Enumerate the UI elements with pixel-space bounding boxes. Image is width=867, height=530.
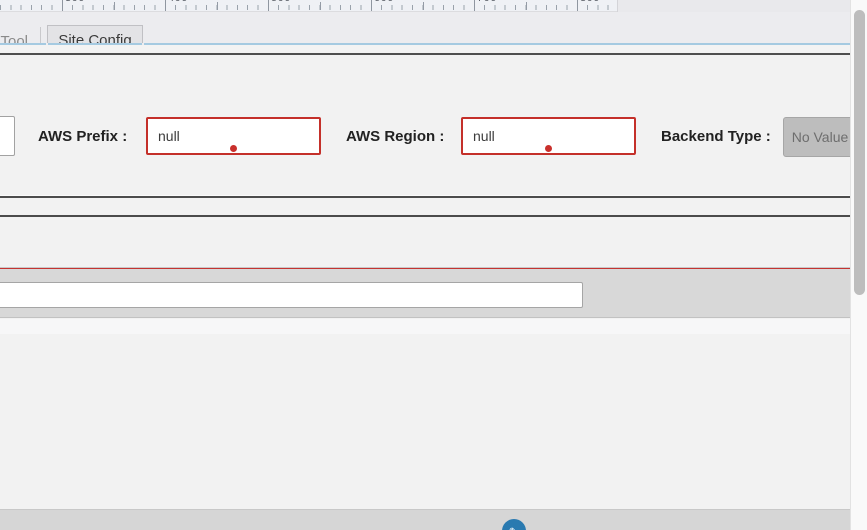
tab-border-notch <box>142 43 144 45</box>
scrollbar-thumb[interactable] <box>854 10 865 295</box>
floating-action-button[interactable]: ✎ <box>502 519 526 530</box>
aws-prefix-input[interactable] <box>146 117 321 155</box>
backend-type-value-text: No Value <box>791 129 849 145</box>
ruler-minor-ticks <box>0 5 617 10</box>
ruler-mid-tick <box>525 2 527 10</box>
ruler-right-spacer <box>617 0 850 12</box>
ruler-label: 300 <box>65 0 85 4</box>
error-section-border <box>0 267 867 269</box>
ruler-major-tick <box>577 0 578 11</box>
ruler-major-tick <box>165 0 166 11</box>
toolbar-lower-strip <box>0 319 867 334</box>
ruler-label: 800 <box>580 0 600 4</box>
divider-highlight <box>0 195 867 196</box>
vertical-scrollbar[interactable] <box>850 0 867 530</box>
validation-dot-icon <box>545 145 552 152</box>
toolbar-text-input[interactable] <box>0 282 583 308</box>
ruler-label: 700 <box>477 0 497 4</box>
ruler-major-tick <box>371 0 372 11</box>
ruler-mid-tick <box>319 2 321 10</box>
footer-border <box>0 509 867 510</box>
ruler-mid-tick <box>113 2 115 10</box>
ruler-label: 600 <box>374 0 394 4</box>
aws-region-label: AWS Region : <box>346 128 445 145</box>
aws-prefix-label: AWS Prefix : <box>38 128 128 145</box>
panel-divider-top <box>0 53 867 55</box>
tab-panel-top-border <box>0 43 867 45</box>
header-gap <box>0 45 867 53</box>
ruler-major-tick <box>62 0 63 11</box>
section-divider <box>0 215 867 217</box>
tab-border-notch <box>46 43 48 45</box>
ruler-mid-tick <box>422 2 424 10</box>
ruler-major-tick <box>268 0 269 11</box>
ruler-label: 500 <box>271 0 291 4</box>
tab-bar: y Tool Site Config <box>0 12 867 55</box>
backend-type-value[interactable]: No Value <box>783 117 857 157</box>
validation-dot-icon <box>230 145 237 152</box>
backend-type-label: Backend Type : <box>661 128 771 145</box>
section-divider <box>0 196 867 198</box>
ruler-mid-tick <box>216 2 218 10</box>
ruler-label: 400 <box>168 0 188 4</box>
ruler-major-tick <box>474 0 475 11</box>
footer-bar <box>0 510 867 530</box>
edit-pencil-icon: ✎ <box>509 526 520 530</box>
ruler: 300 400 500 600 700 800 <box>0 0 617 12</box>
cut-off-field[interactable] <box>0 116 15 156</box>
